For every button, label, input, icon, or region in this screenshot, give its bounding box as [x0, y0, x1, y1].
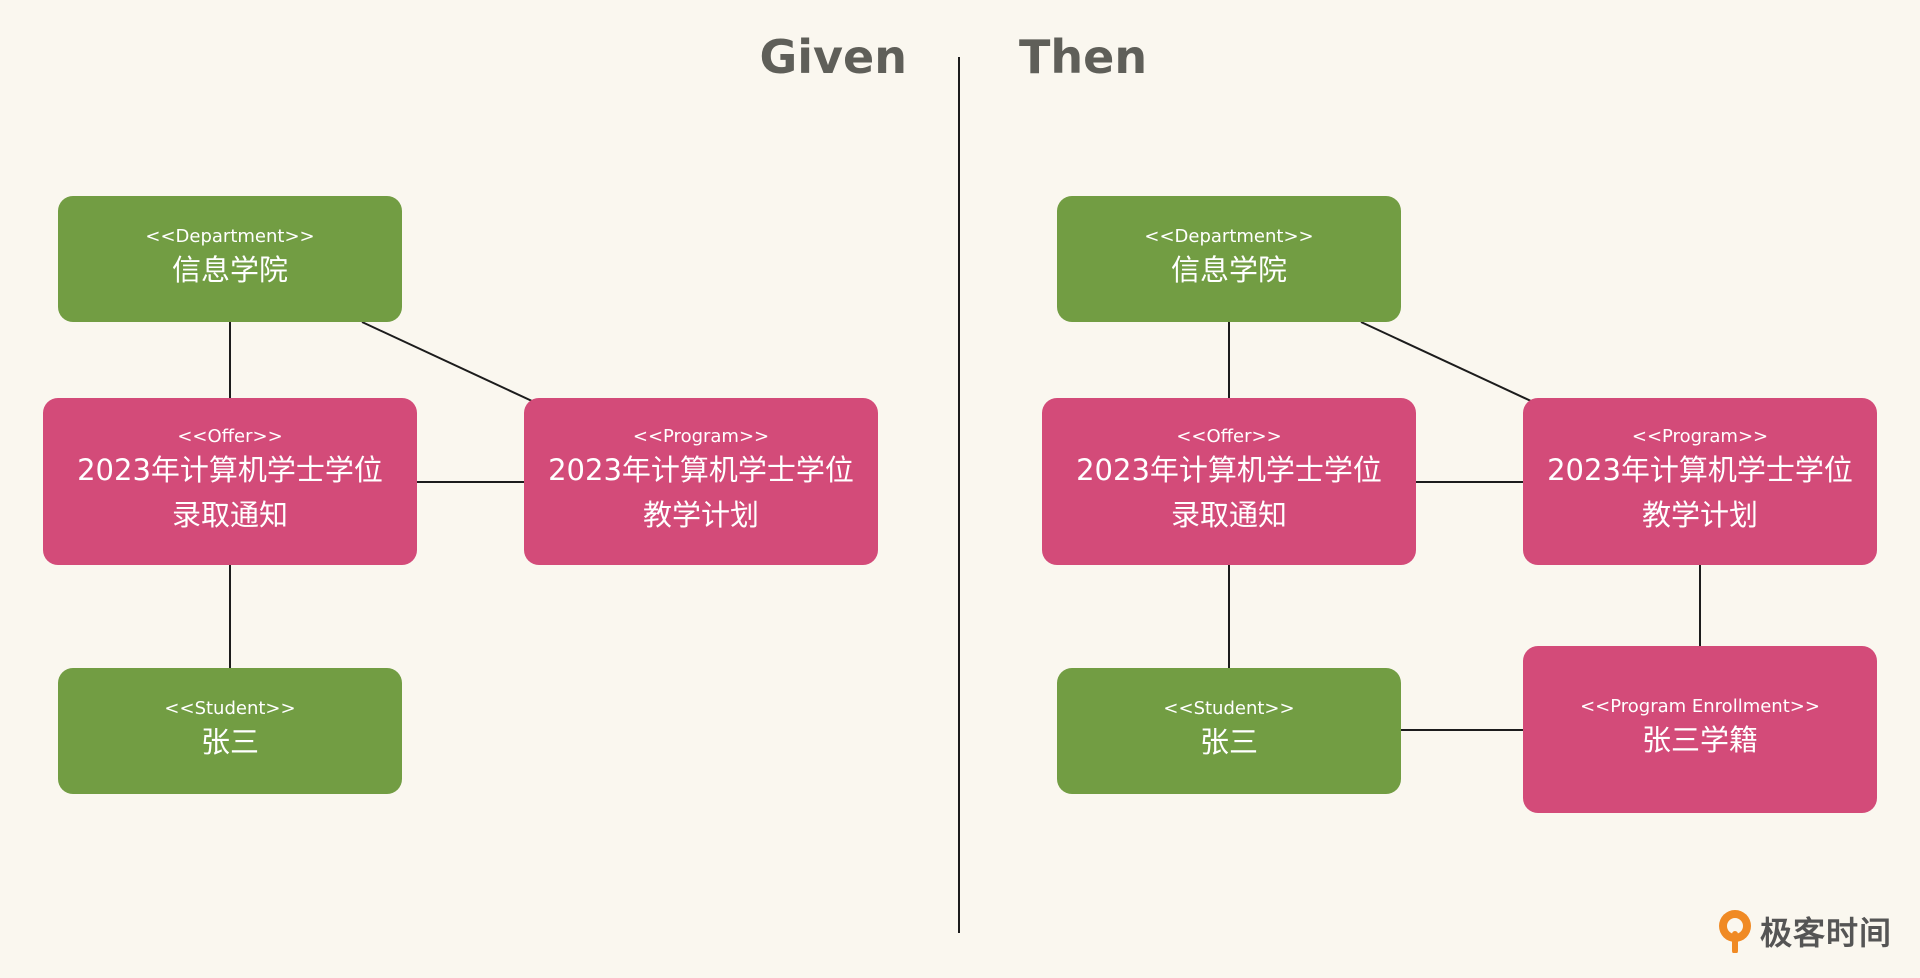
node-title-line1: 2023年计算机学士学位 — [548, 452, 854, 487]
node-title-line2: 教学计划 — [642, 497, 759, 532]
node-title-line2: 录取通知 — [171, 497, 288, 532]
node-title-line2: 教学计划 — [1641, 497, 1758, 532]
logo-text: 极客时间 — [1760, 914, 1893, 952]
then-heading: Then — [1019, 30, 1148, 84]
node-title: 张三 — [1199, 724, 1258, 759]
then-student-node: <<Student>> 张三 — [1057, 668, 1401, 794]
then-program-node: <<Program>> 2023年计算机学士学位 教学计划 — [1523, 398, 1877, 565]
edge-given-department-program — [361, 321, 533, 402]
stereotype-label: <<Program>> — [632, 425, 770, 447]
stereotype-label: <<Department>> — [145, 225, 315, 247]
geektime-logo: 极客时间 — [1716, 908, 1892, 954]
stereotype-label: <<Offer>> — [177, 425, 283, 447]
given-heading: Given — [759, 30, 907, 84]
node-title-line1: 2023年计算机学士学位 — [77, 452, 383, 487]
given-department-node: <<Department>> 信息学院 — [58, 196, 402, 322]
node-title-line1: 2023年计算机学士学位 — [1076, 452, 1382, 487]
stereotype-label: <<Student>> — [164, 697, 296, 719]
node-title: 张三 — [200, 724, 259, 759]
then-department-node: <<Department>> 信息学院 — [1057, 196, 1401, 322]
stereotype-label: <<Offer>> — [1176, 425, 1282, 447]
node-title: 信息学院 — [1170, 252, 1287, 287]
then-enrollment-node: <<Program Enrollment>> 张三学籍 — [1523, 646, 1877, 813]
stereotype-label: <<Program Enrollment>> — [1580, 696, 1820, 717]
stereotype-label: <<Program>> — [1631, 425, 1769, 447]
given-offer-node: <<Offer>> 2023年计算机学士学位 录取通知 — [43, 398, 417, 565]
divider-line — [958, 57, 960, 933]
stereotype-label: <<Department>> — [1144, 225, 1314, 247]
given-program-node: <<Program>> 2023年计算机学士学位 教学计划 — [524, 398, 878, 565]
geektime-logo-icon — [1719, 910, 1751, 953]
stereotype-label: <<Student>> — [1163, 697, 1295, 719]
then-offer-node: <<Offer>> 2023年计算机学士学位 录取通知 — [1042, 398, 1416, 565]
node-title: 张三学籍 — [1641, 723, 1758, 757]
edge-then-department-program — [1360, 321, 1532, 402]
given-student-node: <<Student>> 张三 — [58, 668, 402, 794]
node-title-line1: 2023年计算机学士学位 — [1547, 452, 1853, 487]
node-title-line2: 录取通知 — [1170, 497, 1287, 532]
node-title: 信息学院 — [171, 252, 288, 287]
